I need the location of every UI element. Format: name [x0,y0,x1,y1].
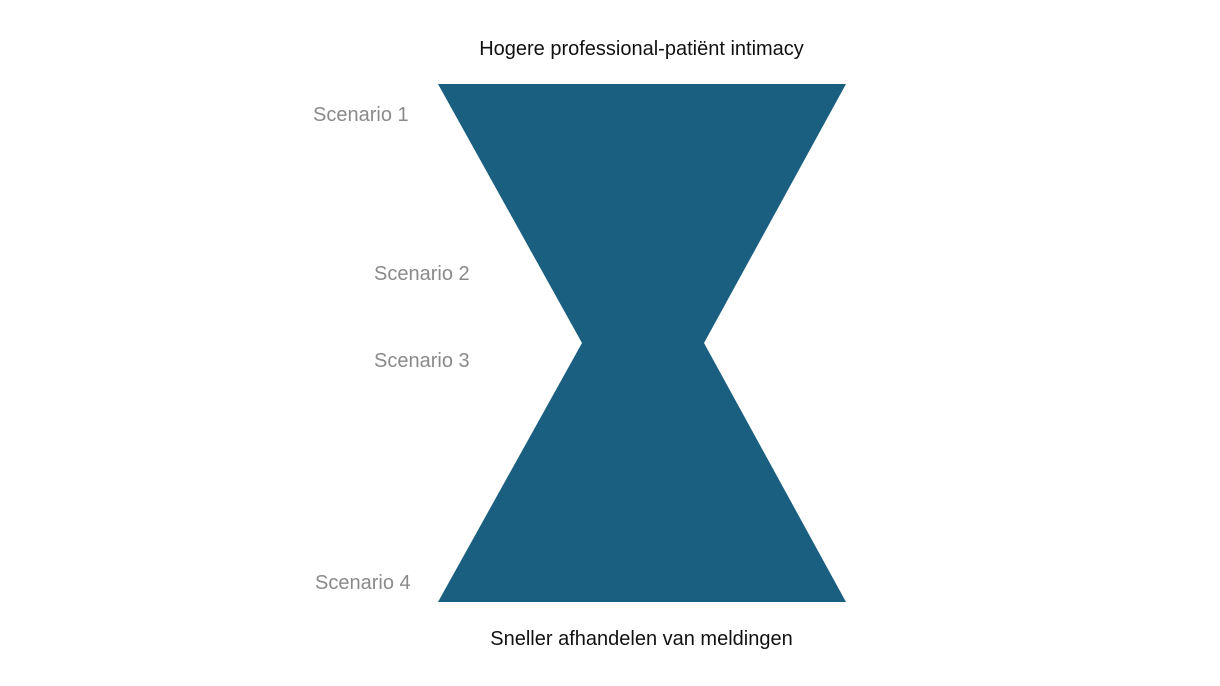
scenario-1-label: Scenario 1 [313,104,409,126]
bottom-axis-label: Sneller afhandelen van meldingen [490,628,793,650]
scenario-3-label: Scenario 3 [374,350,470,372]
scenario-4-label: Scenario 4 [315,572,411,594]
hourglass-polygon [438,84,846,602]
scenario-2-label: Scenario 2 [374,263,470,285]
top-axis-label: Hogere professional-patiënt intimacy [479,38,804,60]
